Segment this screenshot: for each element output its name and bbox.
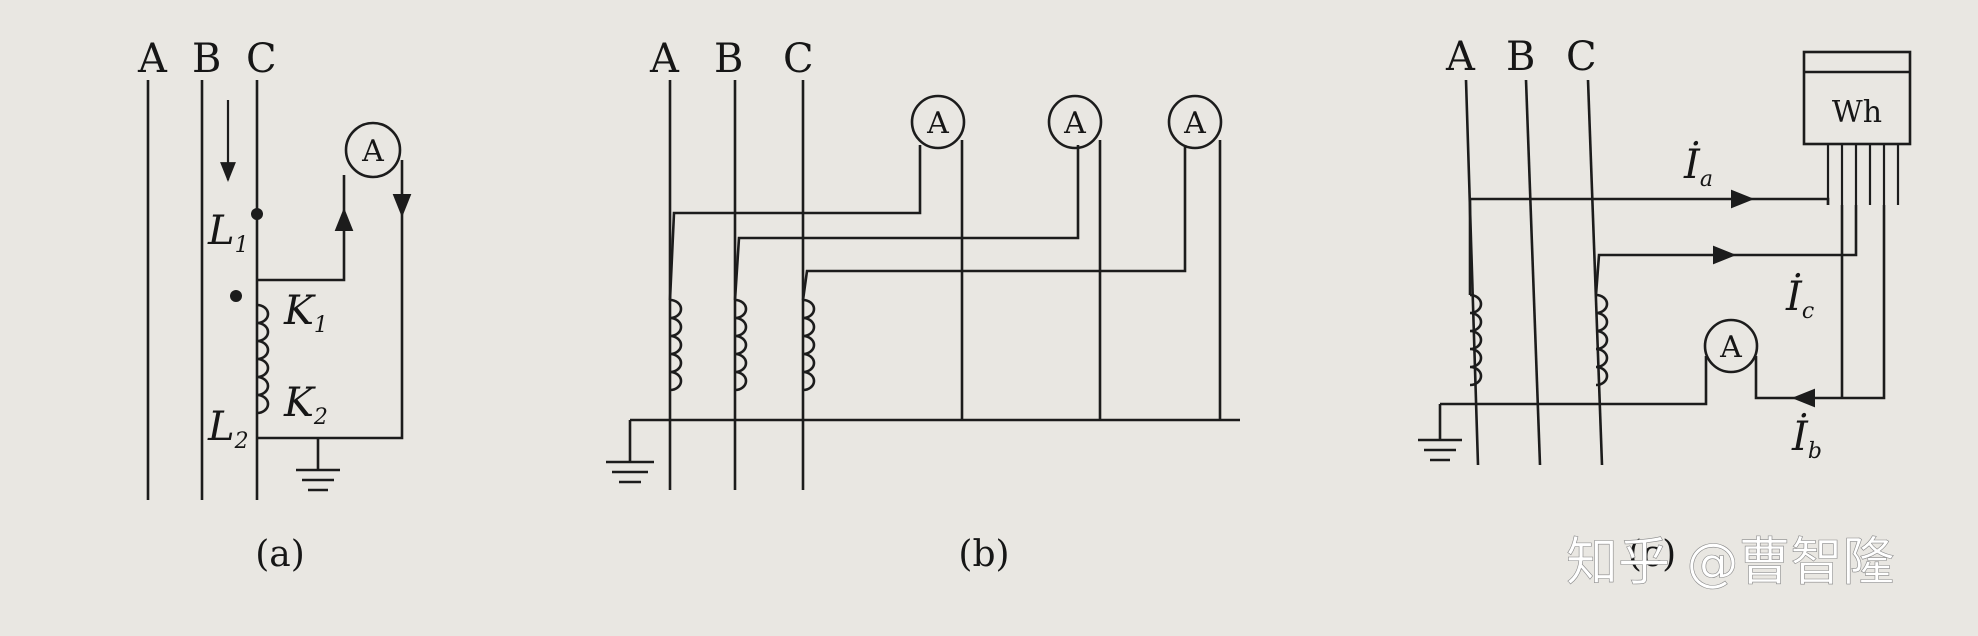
ammeter-c-label: A xyxy=(1719,330,1742,365)
common-return-c xyxy=(1440,356,1708,406)
caption-b: (b) xyxy=(958,534,1009,575)
label-k1: K1 xyxy=(283,288,328,338)
wire-ia-meter xyxy=(1752,197,1830,205)
phase-label-c: C xyxy=(1566,34,1597,80)
label-l1: L1 xyxy=(207,208,249,258)
ammeter-b3 xyxy=(1167,94,1223,150)
phase-label-b: B xyxy=(192,36,221,82)
ammeter-a-label: A xyxy=(361,134,384,169)
phase-label-b: B xyxy=(1506,34,1535,80)
ammeter-b2-label: A xyxy=(1063,106,1086,141)
ammeter-c xyxy=(1703,318,1759,374)
watermark: 知乎 @曹智隆 xyxy=(1566,533,1895,593)
ct-coil-a xyxy=(1469,293,1483,387)
ct-coil-c xyxy=(1595,293,1609,387)
wire-return-k2 xyxy=(257,215,404,440)
phase-label-a: A xyxy=(649,36,680,82)
wire-ct-a-meter xyxy=(668,145,922,301)
phase-label-c: C xyxy=(246,36,277,82)
ammeter-b1-label: A xyxy=(926,106,949,141)
ct-coil-c xyxy=(802,298,816,392)
ammeter-a xyxy=(344,121,402,179)
phase-line-a xyxy=(1464,79,1480,466)
ct-coil-a xyxy=(669,298,683,392)
phase-label-b: B xyxy=(714,36,743,82)
terminal-dot-l1 xyxy=(251,208,263,220)
ct-coil-b xyxy=(734,298,748,392)
wire-ct-c-meter xyxy=(801,145,1187,301)
phase-label-c: C xyxy=(783,36,814,82)
wire-ia xyxy=(1468,189,1755,295)
panel-c: A B C Wh A xyxy=(1418,34,1912,575)
wire-k1-up xyxy=(257,207,354,282)
wire-ic-meter xyxy=(1734,205,1858,257)
wire-ct-b-meter xyxy=(733,145,1080,301)
current-label-ic: İc xyxy=(1785,273,1814,324)
ground-symbol-c xyxy=(1418,438,1462,462)
current-label-ia: İa xyxy=(1683,141,1713,192)
caption-c: (c) xyxy=(1628,534,1676,575)
ground-symbol-a xyxy=(296,468,340,492)
phase-line-b xyxy=(1524,79,1542,466)
wire-ib-return xyxy=(1791,205,1886,408)
current-label-ib: İb xyxy=(1791,413,1822,464)
ground-symbol-b xyxy=(606,460,654,484)
phase-line-c xyxy=(1586,79,1604,466)
ammeter-b2 xyxy=(1047,94,1103,150)
phase-label-a: A xyxy=(1445,34,1476,80)
wire-meter-ammeter xyxy=(1754,356,1794,400)
terminal-dot-k1 xyxy=(230,290,242,302)
wire-ic xyxy=(1594,245,1737,296)
caption-a: (a) xyxy=(255,534,305,575)
panel-b: A B C A A A (b) xyxy=(606,36,1240,575)
panel-a: A B C L1 L2 K1 K2 A (a) xyxy=(137,36,412,575)
meter-terminals xyxy=(1826,144,1900,205)
meter-label: Wh xyxy=(1832,95,1882,130)
label-k2: K2 xyxy=(283,380,328,430)
ammeter-b3-label: A xyxy=(1183,106,1206,141)
label-l2: L2 xyxy=(207,404,249,454)
ammeter-b1 xyxy=(910,94,966,150)
phase-label-a: A xyxy=(137,36,168,82)
ct-coil xyxy=(256,303,270,415)
